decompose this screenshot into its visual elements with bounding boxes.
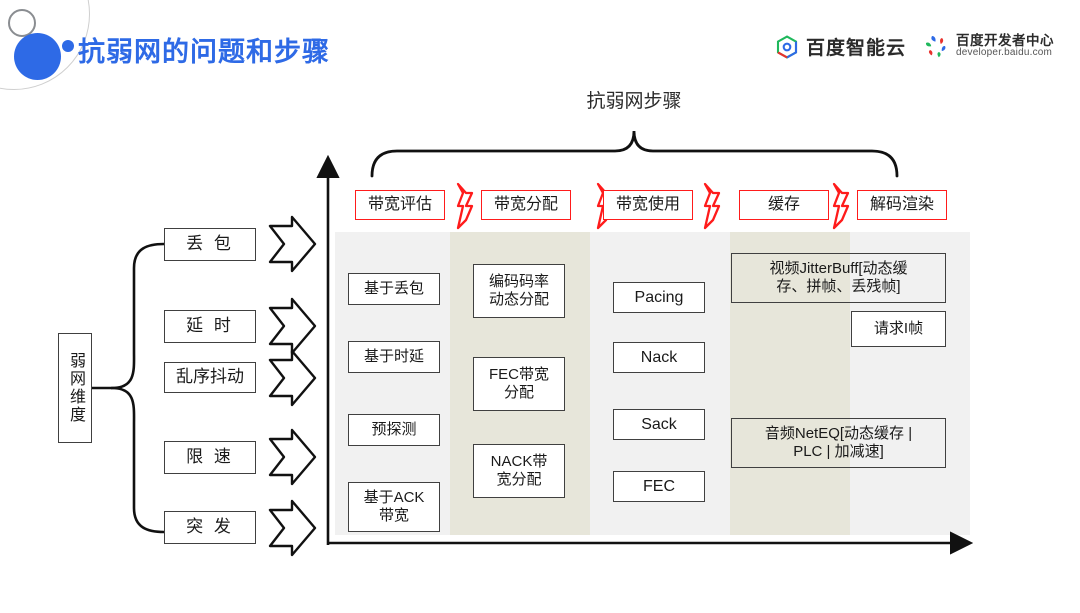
item-box-ack-based-bandwidth[interactable]: 基于ACK 带宽 xyxy=(348,482,440,532)
dimension-box-jitter[interactable]: 乱序抖动 xyxy=(164,362,256,393)
root-node-weak-network-dimension: 弱网维度 xyxy=(58,333,92,443)
flow-arrow-burst xyxy=(268,499,317,557)
baidu-cloud-logo-text: 百度智能云 xyxy=(805,38,906,59)
item-box-encoder-bitrate-dynamic-allocation[interactable]: 编码码率 动态分配 xyxy=(473,264,565,318)
dimension-box-rate-limit[interactable]: 限 速 xyxy=(164,441,256,474)
small-blue-dot-icon xyxy=(62,40,74,52)
item-box-pacing[interactable]: Pacing xyxy=(613,282,705,313)
stage-box-bandwidth-usage[interactable]: 带宽使用 xyxy=(603,190,693,220)
stage-box-cache[interactable]: 缓存 xyxy=(739,190,829,220)
item-box-based-on-delay[interactable]: 基于时延 xyxy=(348,341,440,373)
dimension-box-burst[interactable]: 突 发 xyxy=(164,511,256,544)
tree-branch-bottom xyxy=(110,386,166,534)
stage-arrow-4 xyxy=(832,182,850,230)
item-box-request-i-frame[interactable]: 请求I帧 xyxy=(851,311,946,347)
item-box-sack[interactable]: Sack xyxy=(613,409,705,440)
logo-group: 百度智能云 百度开发者中心 developer.baidu.com xyxy=(775,33,1054,60)
baidu-developer-logo-text-cn: 百度开发者中心 xyxy=(956,33,1054,49)
stage-box-bandwidth-allocation[interactable]: 带宽分配 xyxy=(481,190,571,220)
flow-arrow-jitter xyxy=(268,349,317,407)
item-box-nack-bandwidth-allocation[interactable]: NACK带 宽分配 xyxy=(473,444,565,498)
stage-box-bandwidth-estimation[interactable]: 带宽评估 xyxy=(355,190,445,220)
tree-branch-top xyxy=(110,242,166,390)
flow-arrow-latency xyxy=(268,297,317,355)
item-box-pre-probe[interactable]: 预探测 xyxy=(348,414,440,446)
page-title: 抗弱网的问题和步骤 xyxy=(78,37,330,67)
stage-box-decode-render[interactable]: 解码渲染 xyxy=(857,190,947,220)
item-box-based-on-packet-loss[interactable]: 基于丢包 xyxy=(348,273,440,305)
flow-arrow-rate-limit xyxy=(268,428,317,486)
bracket-label: 抗弱网步骤 xyxy=(586,91,682,112)
dimension-box-packet-loss[interactable]: 丢 包 xyxy=(164,228,256,261)
dimension-box-latency[interactable]: 延 时 xyxy=(164,310,256,343)
large-blue-dot-icon xyxy=(14,33,61,80)
column-band-cache xyxy=(730,232,850,535)
baidu-cloud-logo: 百度智能云 xyxy=(775,33,906,60)
baidu-developer-logo-text-en: developer.baidu.com xyxy=(956,47,1053,59)
stage-brace xyxy=(370,130,899,178)
decorative-arc xyxy=(0,0,90,90)
ring-circle-icon xyxy=(8,9,36,37)
column-band-decode-render xyxy=(850,232,970,535)
item-box-nack[interactable]: Nack xyxy=(613,342,705,373)
stage-arrow-1 xyxy=(456,182,474,230)
flow-arrow-packet-loss xyxy=(268,215,317,273)
stage-arrow-3 xyxy=(703,182,721,230)
baidu-developer-mark-icon xyxy=(925,35,946,57)
item-box-audio-neteq[interactable]: 音频NetEQ[动态缓存 | PLC | 加减速] xyxy=(731,418,946,468)
item-box-fec-bandwidth-allocation[interactable]: FEC带宽 分配 xyxy=(473,357,565,411)
baidu-developer-logo: 百度开发者中心 developer.baidu.com xyxy=(922,33,1054,60)
item-box-video-jitterbuff[interactable]: 视频JitterBuff[动态缓 存、拼帧、丢残帧] xyxy=(731,253,946,303)
baidu-cloud-mark-icon xyxy=(776,34,798,59)
item-box-fec[interactable]: FEC xyxy=(613,471,705,502)
